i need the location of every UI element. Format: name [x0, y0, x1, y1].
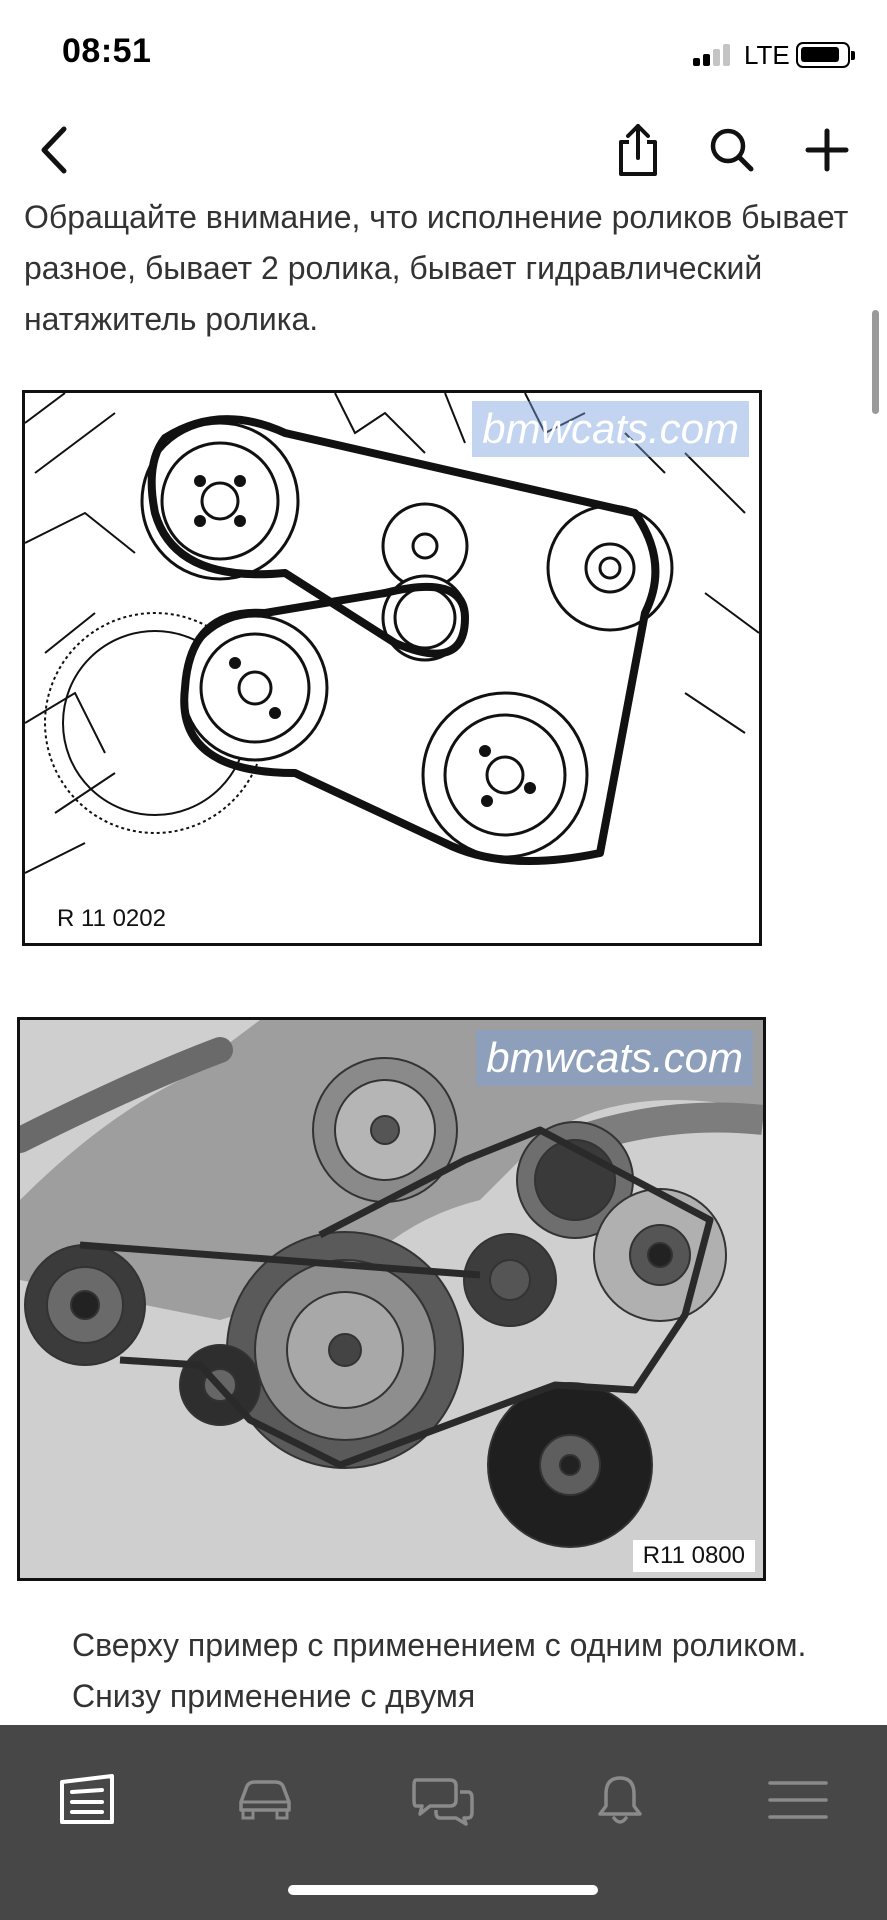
plus-icon — [805, 128, 849, 172]
bell-icon — [598, 1776, 642, 1824]
menu-icon — [768, 1781, 828, 1819]
search-button[interactable] — [702, 120, 762, 180]
figure-label: R 11 0202 — [57, 905, 166, 932]
belt-diagram-photo[interactable]: bmwcats.com R11 0800 — [17, 1017, 766, 1581]
network-type: LTE — [744, 40, 790, 70]
figure-watermark: bmwcats.com — [472, 401, 749, 457]
tab-menu[interactable] — [738, 1755, 858, 1845]
share-button[interactable] — [608, 120, 668, 180]
home-indicator[interactable] — [288, 1885, 598, 1895]
tab-feed[interactable] — [28, 1755, 148, 1845]
status-bar: 08:51 LTE — [0, 0, 887, 110]
signal-strength-icon — [693, 44, 733, 66]
article-content[interactable]: Обращайте внимание, что исполнение ролик… — [0, 200, 887, 1725]
belt-diagram-drawing[interactable]: bmwcats.com R 11 0202 — [22, 390, 762, 946]
belt-photo-illustration — [20, 1020, 763, 1578]
search-icon — [710, 128, 754, 172]
article-paragraph: Обращайте внимание, что исполнение ролик… — [24, 200, 849, 337]
nav-bar — [0, 110, 887, 200]
belt-drawing-illustration — [25, 393, 759, 874]
article-paragraph: Сверху пример с применением с одним роли… — [72, 1627, 807, 1714]
tab-garage[interactable] — [205, 1755, 325, 1845]
feed-icon — [60, 1774, 114, 1824]
scroll-indicator[interactable] — [872, 310, 879, 414]
tab-messages[interactable] — [383, 1755, 503, 1845]
car-icon — [239, 1780, 291, 1820]
back-chevron-icon — [41, 126, 67, 174]
tab-notifications[interactable] — [560, 1755, 680, 1845]
chat-icon — [412, 1778, 474, 1826]
battery-icon — [796, 42, 855, 68]
figure-label: R11 0800 — [632, 1540, 755, 1572]
share-icon — [619, 124, 657, 176]
status-time: 08:51 — [62, 32, 152, 70]
back-button[interactable] — [24, 120, 84, 180]
add-button[interactable] — [797, 120, 857, 180]
figure-watermark: bmwcats.com — [476, 1030, 753, 1086]
